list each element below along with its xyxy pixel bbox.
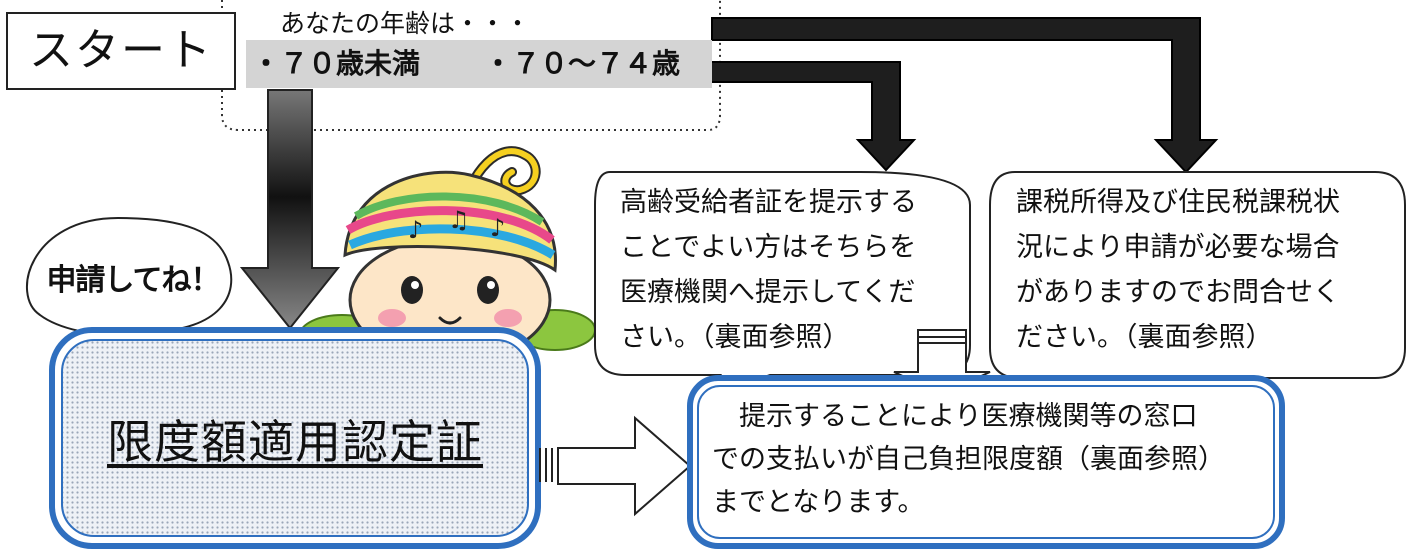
tax-bubble-text: 課税所得及び住民税課税状 況により申請が必要な場合 がありますのでお問合せく だ… [1016,180,1400,360]
right-arrow-to-result [539,415,692,517]
tax-line: ださい。（裏面参照） [1016,322,1273,353]
age-question: あなたの年齢は・・・ [280,9,531,38]
result-line: 提示することにより医療機関等の窓口 [712,401,1198,432]
down-arrow-under70 [239,89,341,330]
start-box: スタート [6,12,236,90]
elder-line: 医療機関へ提示してくだ [620,277,916,308]
age-option-70-74: ・７０～７４歳 [478,40,712,88]
certificate-title: 限度額適用認定証 [60,340,530,538]
elder-line: 高齢受給者証を提示する [620,187,917,218]
tax-line: 況により申請が必要な場合 [1016,232,1340,263]
tax-line: がありますのでお問合せく [1016,277,1340,308]
tax-line: 課税所得及び住民税課税状 [1016,187,1340,218]
apply-bubble-text: 申請してね！ [46,263,220,298]
certificate-title-text: 限度額適用認定証 [107,415,483,469]
result-line: での支払いが自己負担限度額（裏面参照） [712,444,1225,475]
elder-line: ことでよい方はそちらを [620,232,917,263]
certificate-box-inner [61,339,529,537]
result-text: 提示することにより医療機関等の窓口 での支払いが自己負担限度額（裏面参照） まで… [712,395,1264,524]
elder-line: さい。（裏面参照） [620,322,850,353]
svg-text:♫: ♫ [448,206,470,234]
age-option-under70: ・７０歳未満 [246,40,480,88]
arrow-to-elder-bubble [707,61,917,172]
result-line: までとなります。 [712,487,925,518]
svg-text:♪: ♪ [490,214,505,242]
svg-text:♪: ♪ [408,216,423,244]
age-dotted-frame [221,0,721,131]
elder-bubble-text: 高齢受給者証を提示する ことでよい方はそちらを 医療機関へ提示してくだ さい。（… [620,180,960,360]
result-box-inner [697,385,1275,539]
arrow-to-tax-bubble [711,17,1219,174]
start-label: スタート [29,25,213,76]
